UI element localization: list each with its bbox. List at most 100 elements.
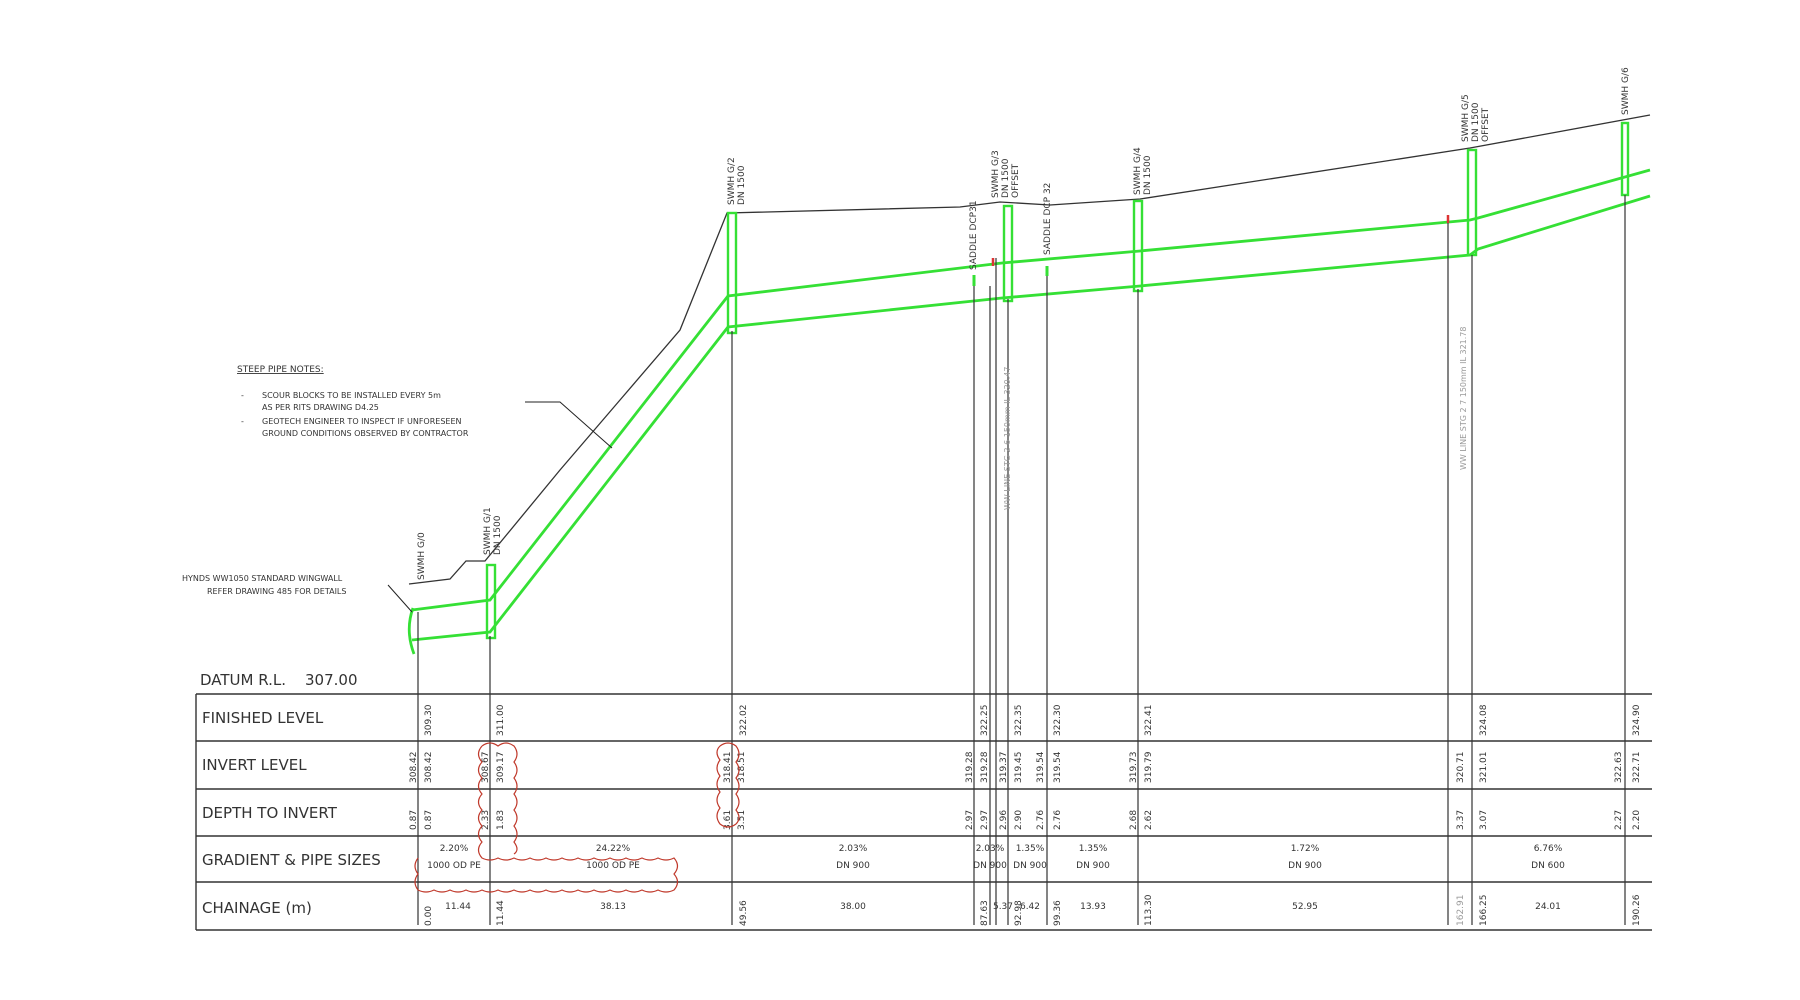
chainage-point: 190.26 (1632, 894, 1642, 926)
gradient-grade: 2.03% (839, 844, 868, 854)
manhole-g3-body (1002, 204, 1014, 303)
data-table-grid (195, 693, 1652, 931)
di-value: 0.87 (409, 810, 419, 830)
il-value: 319.28 (980, 751, 990, 783)
gradient-grade: 1.35% (1079, 844, 1108, 854)
fl-value: 322.35 (1014, 705, 1024, 737)
notes-bullet-2: - (241, 417, 244, 426)
manhole-label-g2: SWMH G/2DN 1500 (727, 157, 747, 205)
row-label-depth-to-invert: DEPTH TO INVERT (202, 804, 338, 822)
row-label-gradient: GRADIENT & PIPE SIZES (202, 851, 381, 869)
di-value: 2.76 (1036, 810, 1046, 830)
notes-title: STEEP PIPE NOTES: (237, 365, 324, 375)
il-value: 308.67 (481, 752, 491, 784)
notes-leader (525, 401, 613, 449)
gradient-pipe: DN 900 (836, 861, 870, 871)
gradient-pipe: DN 600 (1531, 861, 1565, 871)
il-value: 322.63 (1614, 752, 1624, 784)
di-value: 2.20 (1632, 810, 1642, 830)
gradient-grade: 1.72% (1291, 844, 1320, 854)
chainage-point: 99.36 (1053, 900, 1063, 926)
di-value: 3.51 (737, 810, 747, 830)
il-value: 318.41 (723, 752, 733, 784)
di-value: 2.96 (999, 810, 1009, 830)
gradient-grade: 2.03% (976, 844, 1005, 854)
gradient-pipe: DN 900 (973, 861, 1007, 871)
di-value: 2.76 (1053, 810, 1063, 830)
di-value: 2.62 (1144, 810, 1154, 830)
manhole-g6-body (1620, 121, 1630, 197)
gradient-grade: 2.20% (440, 844, 469, 854)
gradient-pipe: 1000 OD PE (427, 861, 481, 871)
ground-profile-line (408, 114, 1651, 585)
gradient-grade: 1.35% (1016, 844, 1045, 854)
il-value: 322.71 (1632, 752, 1642, 784)
il-value: 308.42 (409, 752, 419, 784)
manhole-label-dcp31: SADDLE DCP31 (969, 200, 979, 270)
revision-clouds (414, 742, 740, 893)
revision-cloud-g2 (716, 742, 740, 828)
di-value: 3.37 (1456, 810, 1466, 830)
di-value: 2.33 (481, 810, 491, 830)
chainage-point: 162.91 (1456, 895, 1466, 927)
il-value: 319.73 (1129, 752, 1139, 784)
manhole-label-g1: SWMH G/1DN 1500 (483, 507, 503, 555)
chainage-segment: 52.95 (1292, 902, 1318, 912)
manhole-label-g0: SWMH G/0 (417, 532, 427, 580)
datum-value: 307.00 (305, 671, 358, 689)
manhole-label-g5: SWMH G/5DN 1500OFFSET (1461, 94, 1491, 142)
il-value: 319.28 (965, 751, 975, 783)
chainage-segment: 5.37 (993, 902, 1013, 912)
chainage-point: 0.00 (424, 906, 434, 926)
chainage-segment: 11.44 (445, 902, 471, 912)
fl-value: 322.41 (1144, 705, 1154, 737)
finished-level-values: 309.30 311.00 322.02 322.25 322.35 322.3… (424, 704, 1642, 736)
chainage-point: 113.30 (1144, 894, 1154, 926)
datum-label: DATUM R.L. (200, 671, 286, 689)
wingwall-note-line-2: REFER DRAWING 485 FOR DETAILS (207, 587, 346, 596)
chainage-point: 166.25 (1479, 895, 1489, 927)
row-label-chainage: CHAINAGE (m) (202, 899, 312, 917)
revision-cloud-l-shape (414, 745, 679, 893)
revision-cloud-g1-column (481, 742, 518, 855)
manhole-label-g3: SWMH G/3DN 1500OFFSET (991, 150, 1021, 198)
gradient-pipe: DN 900 (1013, 861, 1047, 871)
di-value: 2.68 (1129, 810, 1139, 830)
manhole-labels: SWMH G/0 SWMH G/1DN 1500 SWMH G/2DN 1500… (417, 67, 1631, 580)
il-value: 308.42 (424, 752, 434, 784)
notes-item-3: GEOTECH ENGINEER TO INSPECT IF UNFORESEE… (262, 417, 462, 426)
chainage-segment: 38.13 (600, 902, 626, 912)
chainage-segment: 24.01 (1535, 902, 1561, 912)
notes-bullet-1: - (241, 391, 244, 400)
gradient-grade: 24.22% (596, 844, 631, 854)
il-value: 319.54 (1036, 751, 1046, 783)
chainage-segment: 6.42 (1020, 902, 1040, 912)
chainage-point-values: 0.00 11.44 49.56 87.63 92.98 99.36 113.3… (424, 894, 1642, 926)
il-value: 319.54 (1053, 751, 1063, 783)
chainage-point: 92.98 (1014, 900, 1024, 926)
chainage-point: 11.44 (496, 900, 506, 926)
manhole-bodies (485, 121, 1630, 640)
ww-line-label-7: WW LINE STG 2 7 150mm IL 321.78 (1459, 327, 1468, 470)
di-value: 0.87 (424, 810, 434, 830)
di-value: 2.97 (980, 810, 990, 830)
wingwall-note-line-1: HYNDS WW1050 STANDARD WINGWALL (182, 574, 343, 583)
fl-value: 311.00 (496, 704, 506, 736)
gradient-grade: 6.76% (1534, 844, 1563, 854)
notes-item-1: SCOUR BLOCKS TO BE INSTALLED EVERY 5m (262, 391, 441, 400)
wingwall-shape (407, 607, 416, 655)
il-value: 319.45 (1014, 752, 1024, 784)
il-value: 320.71 (1456, 752, 1466, 784)
row-label-finished-level: FINISHED LEVEL (202, 709, 324, 727)
manhole-label-dcp32: SADDLE DCP 32 (1043, 183, 1053, 255)
manhole-g4-body (1132, 199, 1144, 293)
notes-item-2: AS PER RITS DRAWING D4.25 (262, 403, 379, 412)
chainage-segment: 13.93 (1080, 902, 1106, 912)
il-value: 309.17 (496, 752, 506, 784)
di-value: 1.83 (496, 810, 506, 830)
row-label-invert-level: INVERT LEVEL (202, 756, 307, 774)
manhole-g1-body (485, 563, 497, 640)
di-value: 2.27 (1614, 810, 1624, 830)
fl-value: 324.08 (1479, 704, 1489, 736)
invert-level-values: 308.42 308.42 308.67 309.17 318.41 318.5… (409, 751, 1642, 783)
